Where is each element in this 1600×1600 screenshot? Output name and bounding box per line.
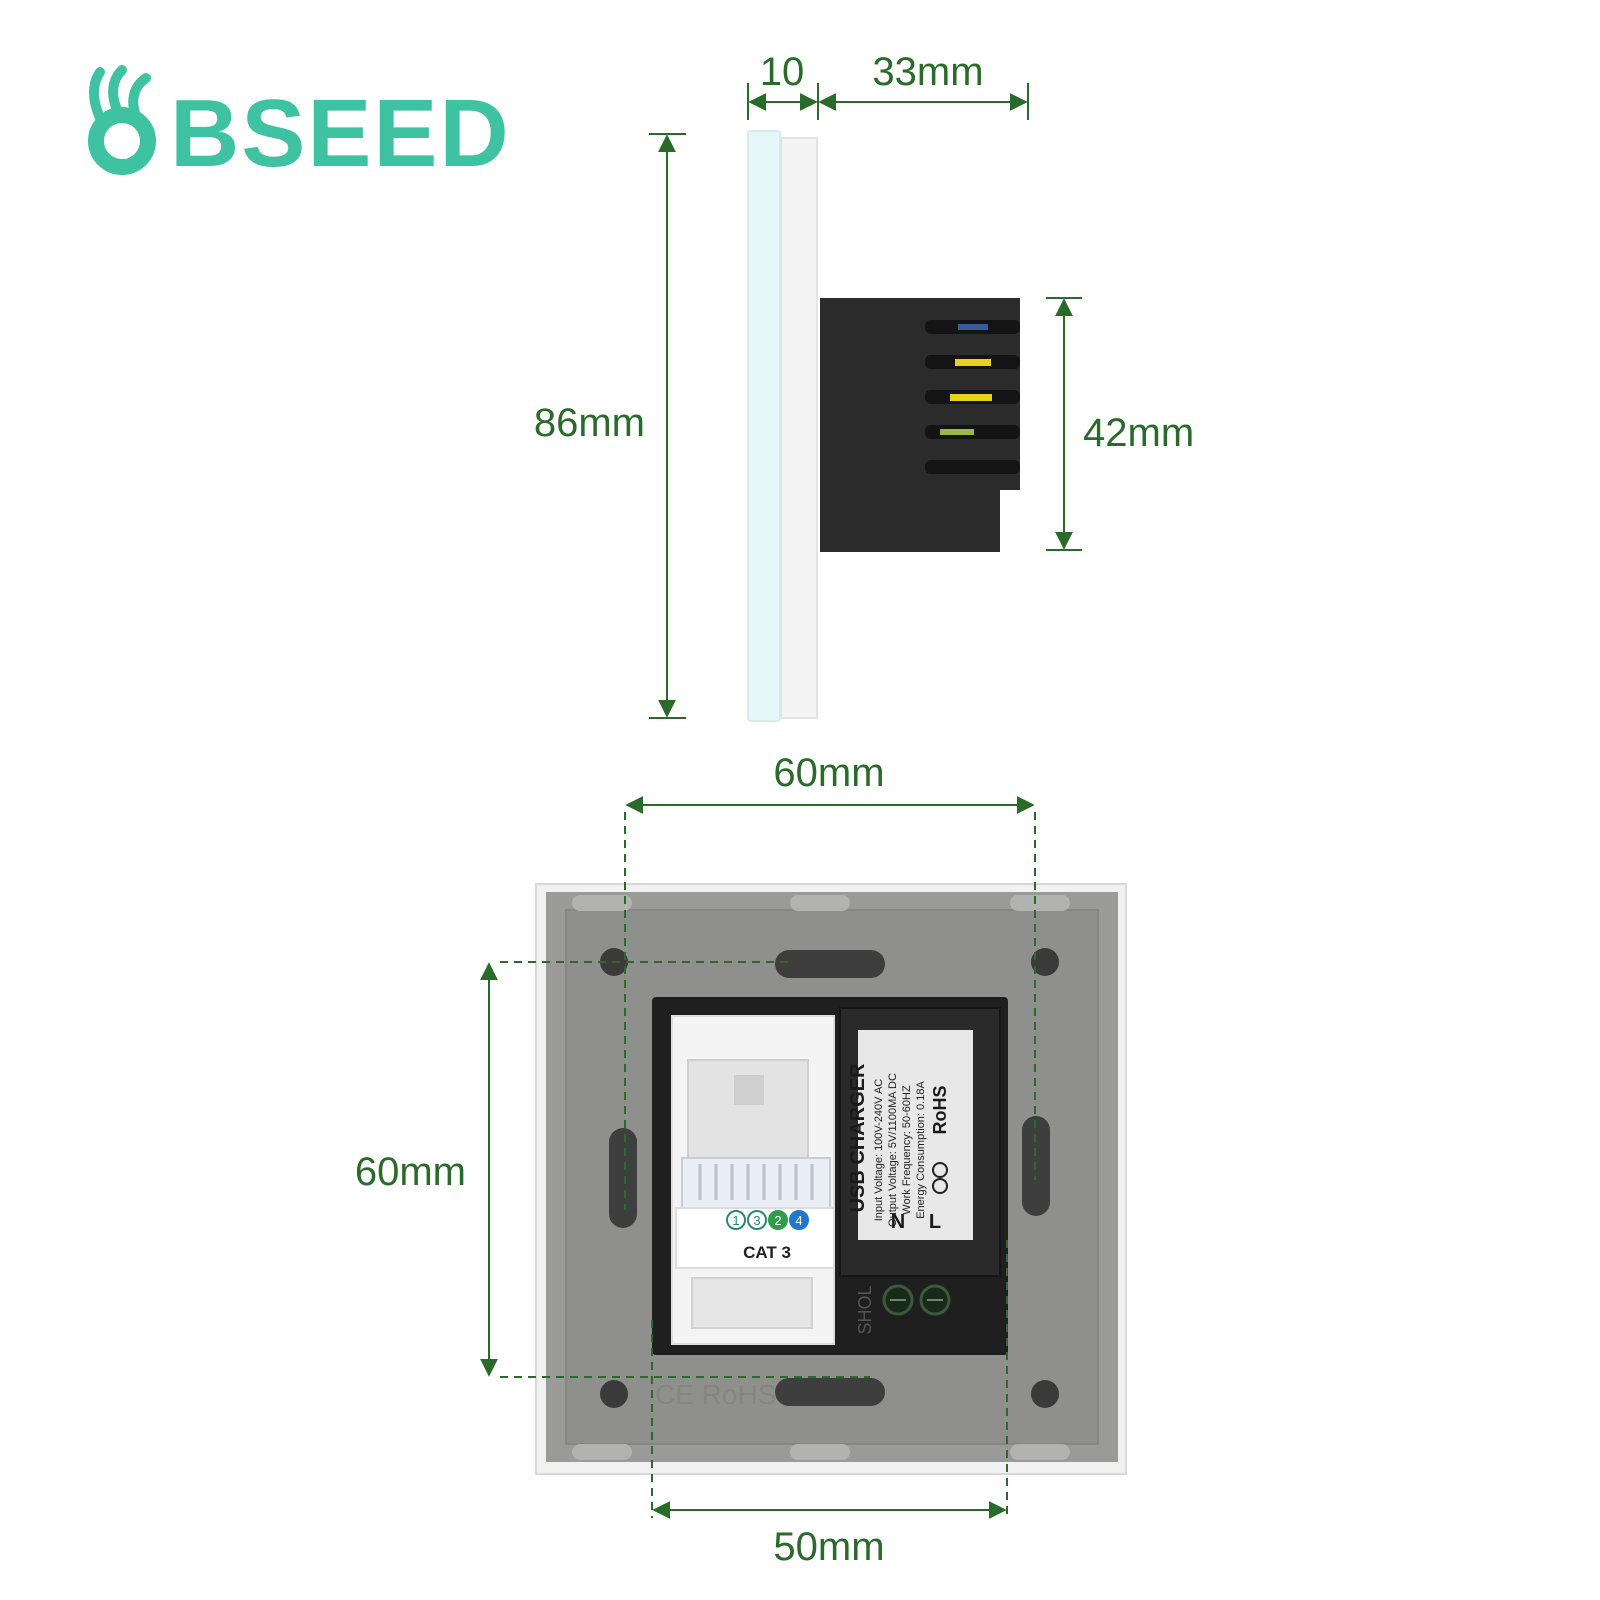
brand-name: BSEED xyxy=(170,80,511,187)
module-wire-contacts xyxy=(940,324,992,435)
frame-plate xyxy=(780,137,818,719)
dim-top-width-label: 60mm xyxy=(773,751,884,795)
dim-left-height-label: 60mm xyxy=(355,1150,466,1194)
dimension-reference-lines xyxy=(500,812,1036,1518)
dim-height-label: 86mm xyxy=(534,401,645,445)
side-view: 10 33mm 86mm 42mm xyxy=(534,50,1194,722)
brand-logo: BSEED xyxy=(88,65,511,187)
usb-charger-title: USB CHARGER xyxy=(847,1063,869,1212)
terminal-marking: SHOL xyxy=(855,1285,875,1334)
jack-pin-marker xyxy=(789,1210,809,1230)
dim-plate-thickness-label: 10 xyxy=(760,50,805,94)
usb-charger-spec-4: Energy Consumption: 0.18A xyxy=(915,1081,927,1219)
jack-pin-number: 3 xyxy=(753,1213,760,1228)
jack-pin-marker xyxy=(768,1210,788,1230)
dim-plate-thickness xyxy=(747,83,819,120)
plate-tabs xyxy=(572,895,1070,1460)
dim-bottom-width-label: 50mm xyxy=(773,1525,884,1569)
mounting-slots xyxy=(609,950,1050,1406)
jack-pin-marker xyxy=(747,1210,767,1230)
usb-charger-label-text: USB CHARGER Input Voltage: 100V-240V AC … xyxy=(847,1063,950,1227)
usb-charger-spec-1: Input Voltage: 100V-240V AC xyxy=(873,1079,885,1222)
dim-module-height xyxy=(1046,297,1082,551)
dim-depth xyxy=(818,83,1029,120)
jack-pin-number: 2 xyxy=(774,1213,781,1228)
jack-pin-number: 1 xyxy=(732,1213,739,1228)
front-plate-glass xyxy=(747,130,781,722)
plate-marking: CE RoHS xyxy=(655,1379,776,1410)
screw-holes xyxy=(600,948,1059,1408)
bseed-logo-icon xyxy=(88,65,156,175)
usb-charger-spec-3: Work Frequency: 50-60HZ xyxy=(901,1085,913,1215)
jack-clear-contacts xyxy=(681,1157,831,1209)
usb-charger-rohs: RoHS xyxy=(930,1086,950,1135)
usb-charger-module: USB CHARGER Input Voltage: 100V-240V AC … xyxy=(839,1007,1001,1335)
ce-mark-icon xyxy=(932,1178,948,1194)
usb-charger-label-sticker xyxy=(858,1030,973,1240)
jack-label: CAT 3 xyxy=(743,1243,791,1262)
dim-height xyxy=(649,133,686,719)
dim-depth-label: 33mm xyxy=(872,50,983,94)
jack-pin-marker xyxy=(726,1210,746,1230)
usb-charger-spec-2: Output Voltage: 5V/1100MA DC xyxy=(887,1073,899,1227)
dim-module-height-label: 42mm xyxy=(1083,411,1194,455)
jack-pin-number: 4 xyxy=(795,1213,802,1228)
terminal-l-label: L xyxy=(929,1211,941,1233)
terminal-n-label: N xyxy=(891,1211,905,1233)
recycle-icon xyxy=(932,1162,948,1178)
terminal-screws xyxy=(882,1284,951,1316)
